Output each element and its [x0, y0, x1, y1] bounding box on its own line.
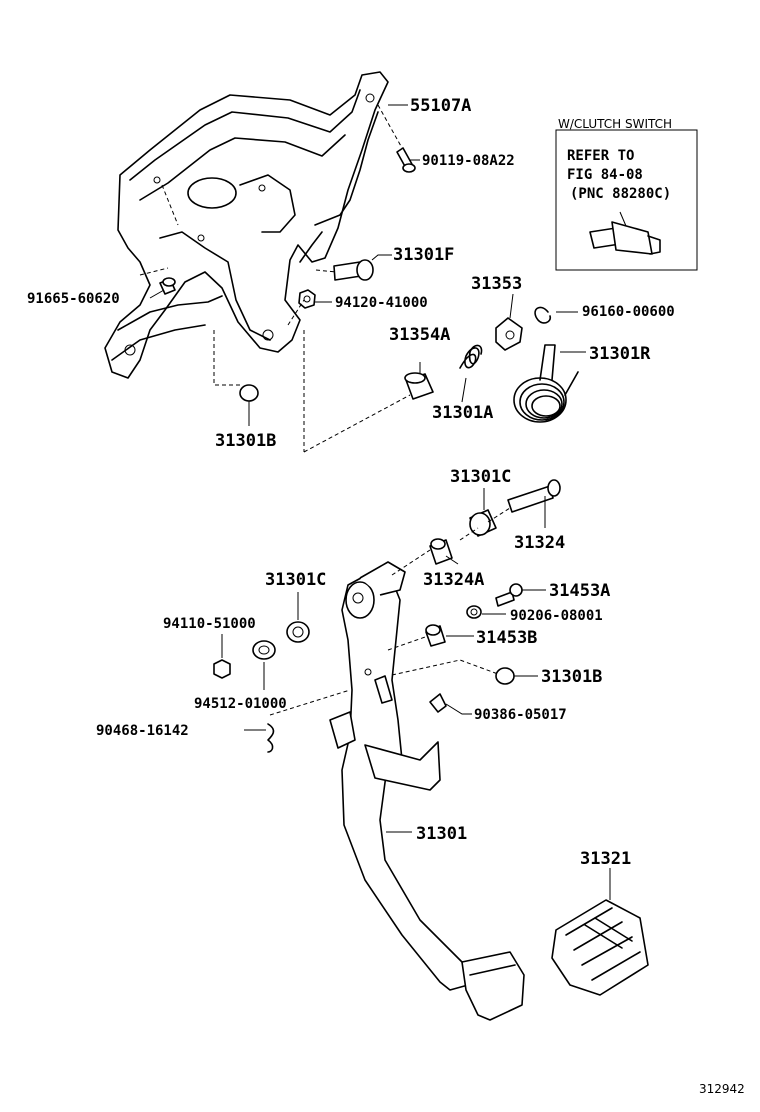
label-90119-08A22: 90119-08A22 [422, 153, 515, 169]
pedal-pad-31321 [551, 899, 649, 996]
label-94512-01000: 94512-01000 [194, 696, 287, 712]
spring-31301R [513, 344, 579, 423]
label-31453B: 31453B [476, 628, 537, 648]
label-31301A: 31301A [432, 403, 493, 423]
label-94110-51000: 94110-51000 [163, 616, 256, 632]
bolt-90119 [396, 147, 416, 173]
label-31321: 31321 [580, 849, 631, 869]
label-31301R: 31301R [589, 344, 651, 364]
label-31301F: 31301F [393, 245, 454, 265]
label-90386-05017: 90386-05017 [474, 707, 567, 723]
clutch-switch-line1: REFER TO [567, 148, 634, 164]
label-31354A: 31354A [389, 325, 450, 345]
bushing-31324A [429, 538, 453, 565]
bolt-31301F [333, 259, 374, 281]
label-96160-00600: 96160-00600 [582, 304, 675, 320]
clip-90386 [429, 693, 447, 713]
ering-96160 [534, 306, 552, 324]
label-91665-60620: 91665-60620 [27, 291, 120, 307]
label-31324A: 31324A [423, 570, 484, 590]
pin-90468 [267, 723, 275, 753]
nut-94110 [213, 659, 231, 679]
label-31301B-top: 31301B [215, 431, 276, 451]
stopper-31301B-low [495, 667, 515, 685]
label-90206-08001: 90206-08001 [510, 608, 603, 624]
label-55107A: 55107A [410, 96, 471, 116]
bushing-31354A [404, 372, 434, 400]
collar-31301C-left [286, 621, 310, 643]
label-94120-41000: 94120-41000 [335, 295, 428, 311]
label-90468-16142: 90468-16142 [96, 723, 189, 739]
label-31453A: 31453A [549, 581, 610, 601]
label-31301C-left: 31301C [265, 570, 326, 590]
label-31301: 31301 [416, 824, 467, 844]
spring-31301A [459, 344, 483, 369]
clutch-pedal-31301 [329, 561, 525, 1021]
washer-94512 [252, 640, 276, 660]
dashed-assembly-lines [139, 104, 511, 716]
label-31301B-low: 31301B [541, 667, 602, 687]
pedal-support-bracket [104, 71, 389, 379]
label-31301C-right: 31301C [450, 467, 511, 487]
washer-90206 [466, 605, 482, 619]
bolt-31324 [507, 479, 561, 513]
leader-lines [149, 104, 611, 900]
collar-31301C-right [469, 509, 497, 537]
clutch-switch-line2: FIG 84-08 [567, 167, 643, 183]
clutch-switch-title: W/CLUTCH SWITCH [558, 117, 672, 131]
label-31353: 31353 [471, 274, 522, 294]
figure-number: 312942 [699, 1082, 745, 1096]
stopper-31301B-top [239, 384, 259, 402]
clutch-switch-line3: (PNC 88280C) [570, 186, 671, 202]
nut-94120 [298, 289, 316, 309]
bushing-31453B [425, 624, 446, 647]
clutch-switch-inset [555, 129, 698, 271]
label-31324: 31324 [514, 533, 565, 553]
clip-31353 [495, 317, 523, 351]
bolt-31453A [495, 583, 523, 607]
